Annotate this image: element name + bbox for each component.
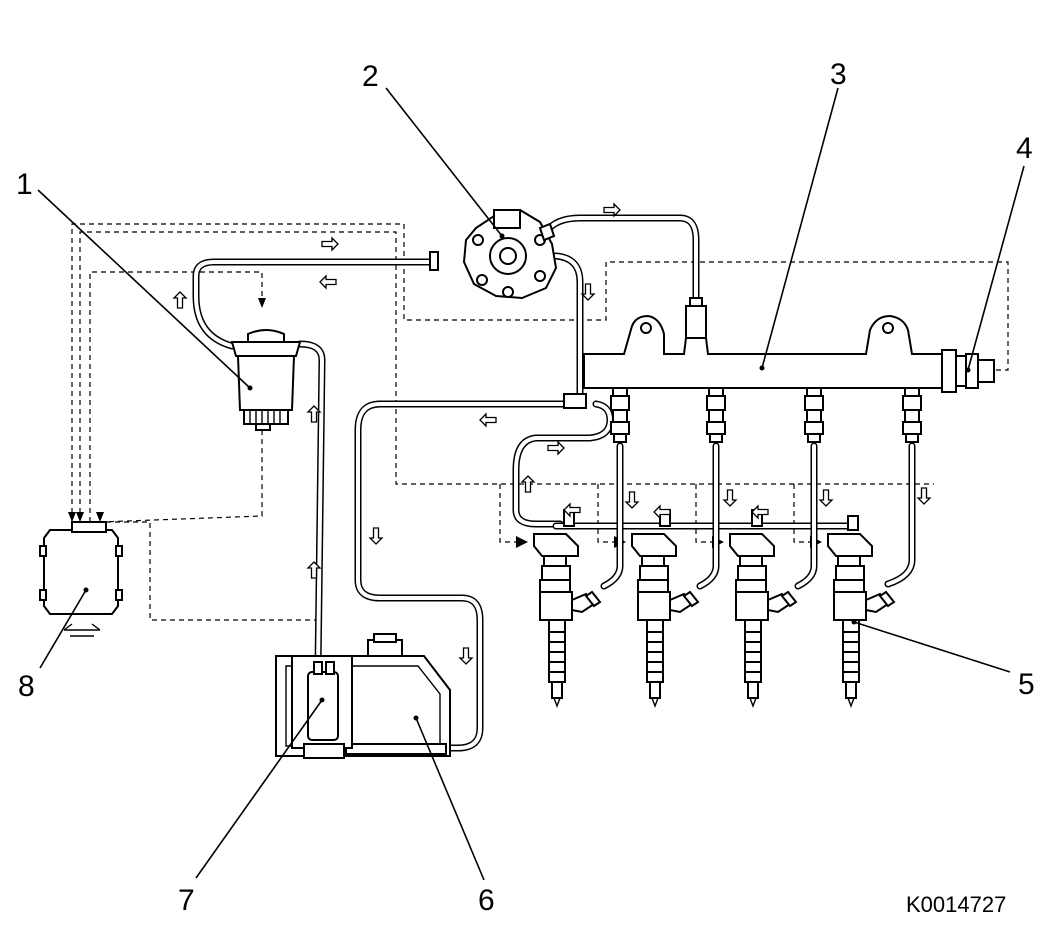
callout-8: 8 xyxy=(18,670,35,703)
fuel-rail-icon xyxy=(583,297,957,393)
pressure-sensor-icon xyxy=(955,353,995,389)
high-pressure-pump-icon xyxy=(429,208,558,300)
callout-1: 1 xyxy=(16,168,33,201)
rail-fitting-3 xyxy=(804,387,824,443)
callout-7: 7 xyxy=(178,884,195,917)
fuel-pump-icon xyxy=(291,655,353,759)
injector-icon xyxy=(533,509,895,707)
callout-6: 6 xyxy=(478,884,495,917)
rail-fitting-2 xyxy=(706,387,726,443)
callout-5: 5 xyxy=(1018,668,1035,701)
callout-4: 4 xyxy=(1016,132,1033,165)
wiring-harness xyxy=(68,223,1009,660)
callout-2: 2 xyxy=(362,60,379,93)
return-tee xyxy=(563,393,587,409)
fuel-lines xyxy=(192,214,916,752)
control-unit-icon xyxy=(39,521,123,637)
fuel-filter-icon xyxy=(230,329,302,431)
reference-code: K0014727 xyxy=(906,892,1006,917)
callout-3: 3 xyxy=(830,58,847,91)
rail-fitting-1 xyxy=(610,387,630,443)
leader-lines xyxy=(37,87,1025,881)
rail-fitting-4 xyxy=(902,387,922,443)
